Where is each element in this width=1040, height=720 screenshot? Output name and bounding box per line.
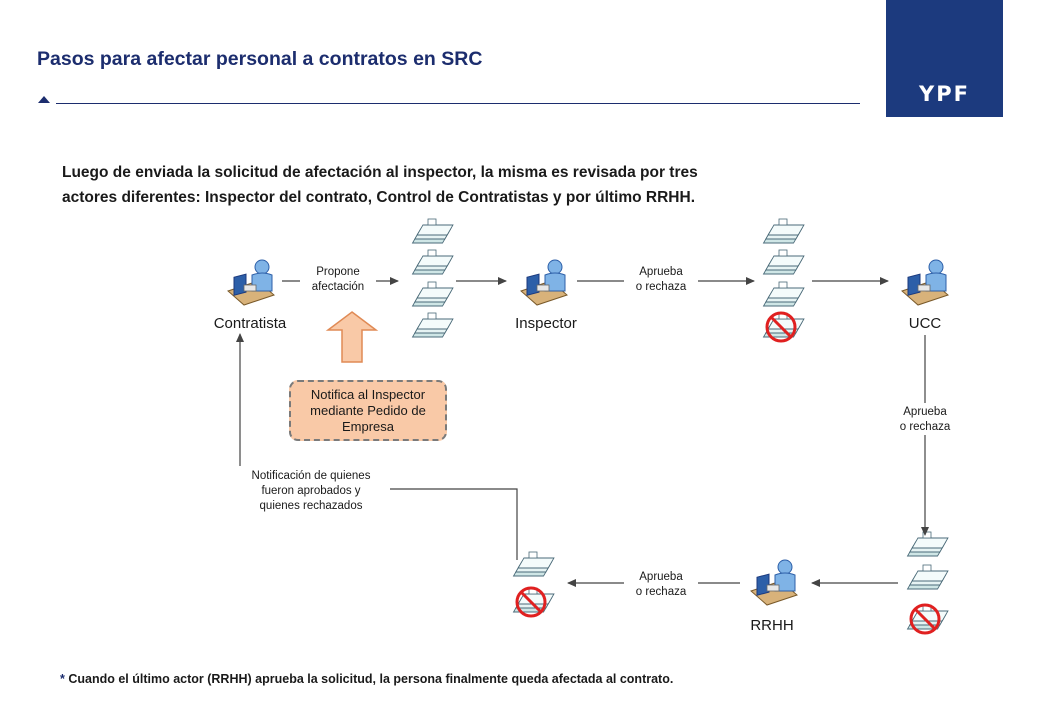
label-notificacion-1: Notificación de quienes bbox=[252, 470, 371, 482]
document-icon bbox=[763, 218, 805, 244]
footnote-text: Cuando el último actor (RRHH) aprueba la… bbox=[64, 672, 674, 686]
inspector-person-icon bbox=[520, 259, 568, 306]
rrhh-person-icon bbox=[750, 559, 798, 606]
logo-text: YPF bbox=[919, 82, 970, 106]
label-propone-1: Propone bbox=[316, 266, 359, 278]
label-propone-2: afectación bbox=[312, 281, 364, 293]
rejected-document-icon bbox=[764, 313, 804, 341]
intro-text: Luego de enviada la solicitud de afectac… bbox=[62, 160, 962, 210]
label-aprueba-3a: Aprueba bbox=[639, 571, 683, 583]
ypf-logo: YPF bbox=[886, 0, 1003, 117]
title-triangle-icon bbox=[38, 96, 50, 103]
document-icon bbox=[763, 281, 805, 307]
document-icon bbox=[412, 249, 454, 275]
ucc-person-icon bbox=[901, 259, 949, 306]
rejected-document-icon bbox=[514, 588, 554, 616]
document-icon bbox=[907, 531, 949, 557]
actor-contratista: Contratista bbox=[214, 315, 287, 332]
rejected-document-icon bbox=[908, 605, 948, 633]
intro-line-1: Luego de enviada la solicitud de afectac… bbox=[62, 164, 698, 181]
arrow-notification-to-contratista bbox=[236, 333, 518, 560]
document-icon bbox=[763, 249, 805, 275]
contratista-person-icon bbox=[227, 259, 275, 306]
intro-line-2: actores diferentes: Inspector del contra… bbox=[62, 189, 696, 206]
actor-inspector: Inspector bbox=[515, 315, 577, 332]
label-aprueba-2a: Aprueba bbox=[903, 406, 947, 418]
label-aprueba-1b: o rechaza bbox=[636, 281, 687, 293]
note-line-1: Notifica al Inspector bbox=[310, 386, 426, 402]
label-aprueba-3b: o rechaza bbox=[636, 586, 687, 598]
note-line-2: mediante Pedido de bbox=[310, 402, 426, 418]
label-aprueba-2b: o rechaza bbox=[900, 421, 951, 433]
actor-ucc: UCC bbox=[909, 315, 942, 332]
title-divider bbox=[56, 103, 860, 104]
page-title: Pasos para afectar personal a contratos … bbox=[37, 48, 483, 70]
label-notificacion-2: fueron aprobados y bbox=[261, 485, 360, 497]
up-arrow-icon bbox=[325, 311, 379, 363]
footnote: * Cuando el último actor (RRHH) aprueba … bbox=[60, 672, 673, 686]
document-icon bbox=[412, 218, 454, 244]
label-notificacion-3: quienes rechazados bbox=[260, 500, 363, 512]
footnote-asterisk: * bbox=[60, 672, 65, 686]
label-aprueba-1a: Aprueba bbox=[639, 266, 683, 278]
document-icon bbox=[907, 564, 949, 590]
actor-rrhh: RRHH bbox=[750, 617, 793, 634]
document-icon bbox=[412, 312, 454, 338]
note-notifica-inspector: Notifica al Inspector mediante Pedido de… bbox=[289, 380, 447, 441]
document-icon bbox=[412, 281, 454, 307]
note-line-3: Empresa bbox=[341, 418, 395, 434]
document-icon bbox=[513, 551, 555, 577]
